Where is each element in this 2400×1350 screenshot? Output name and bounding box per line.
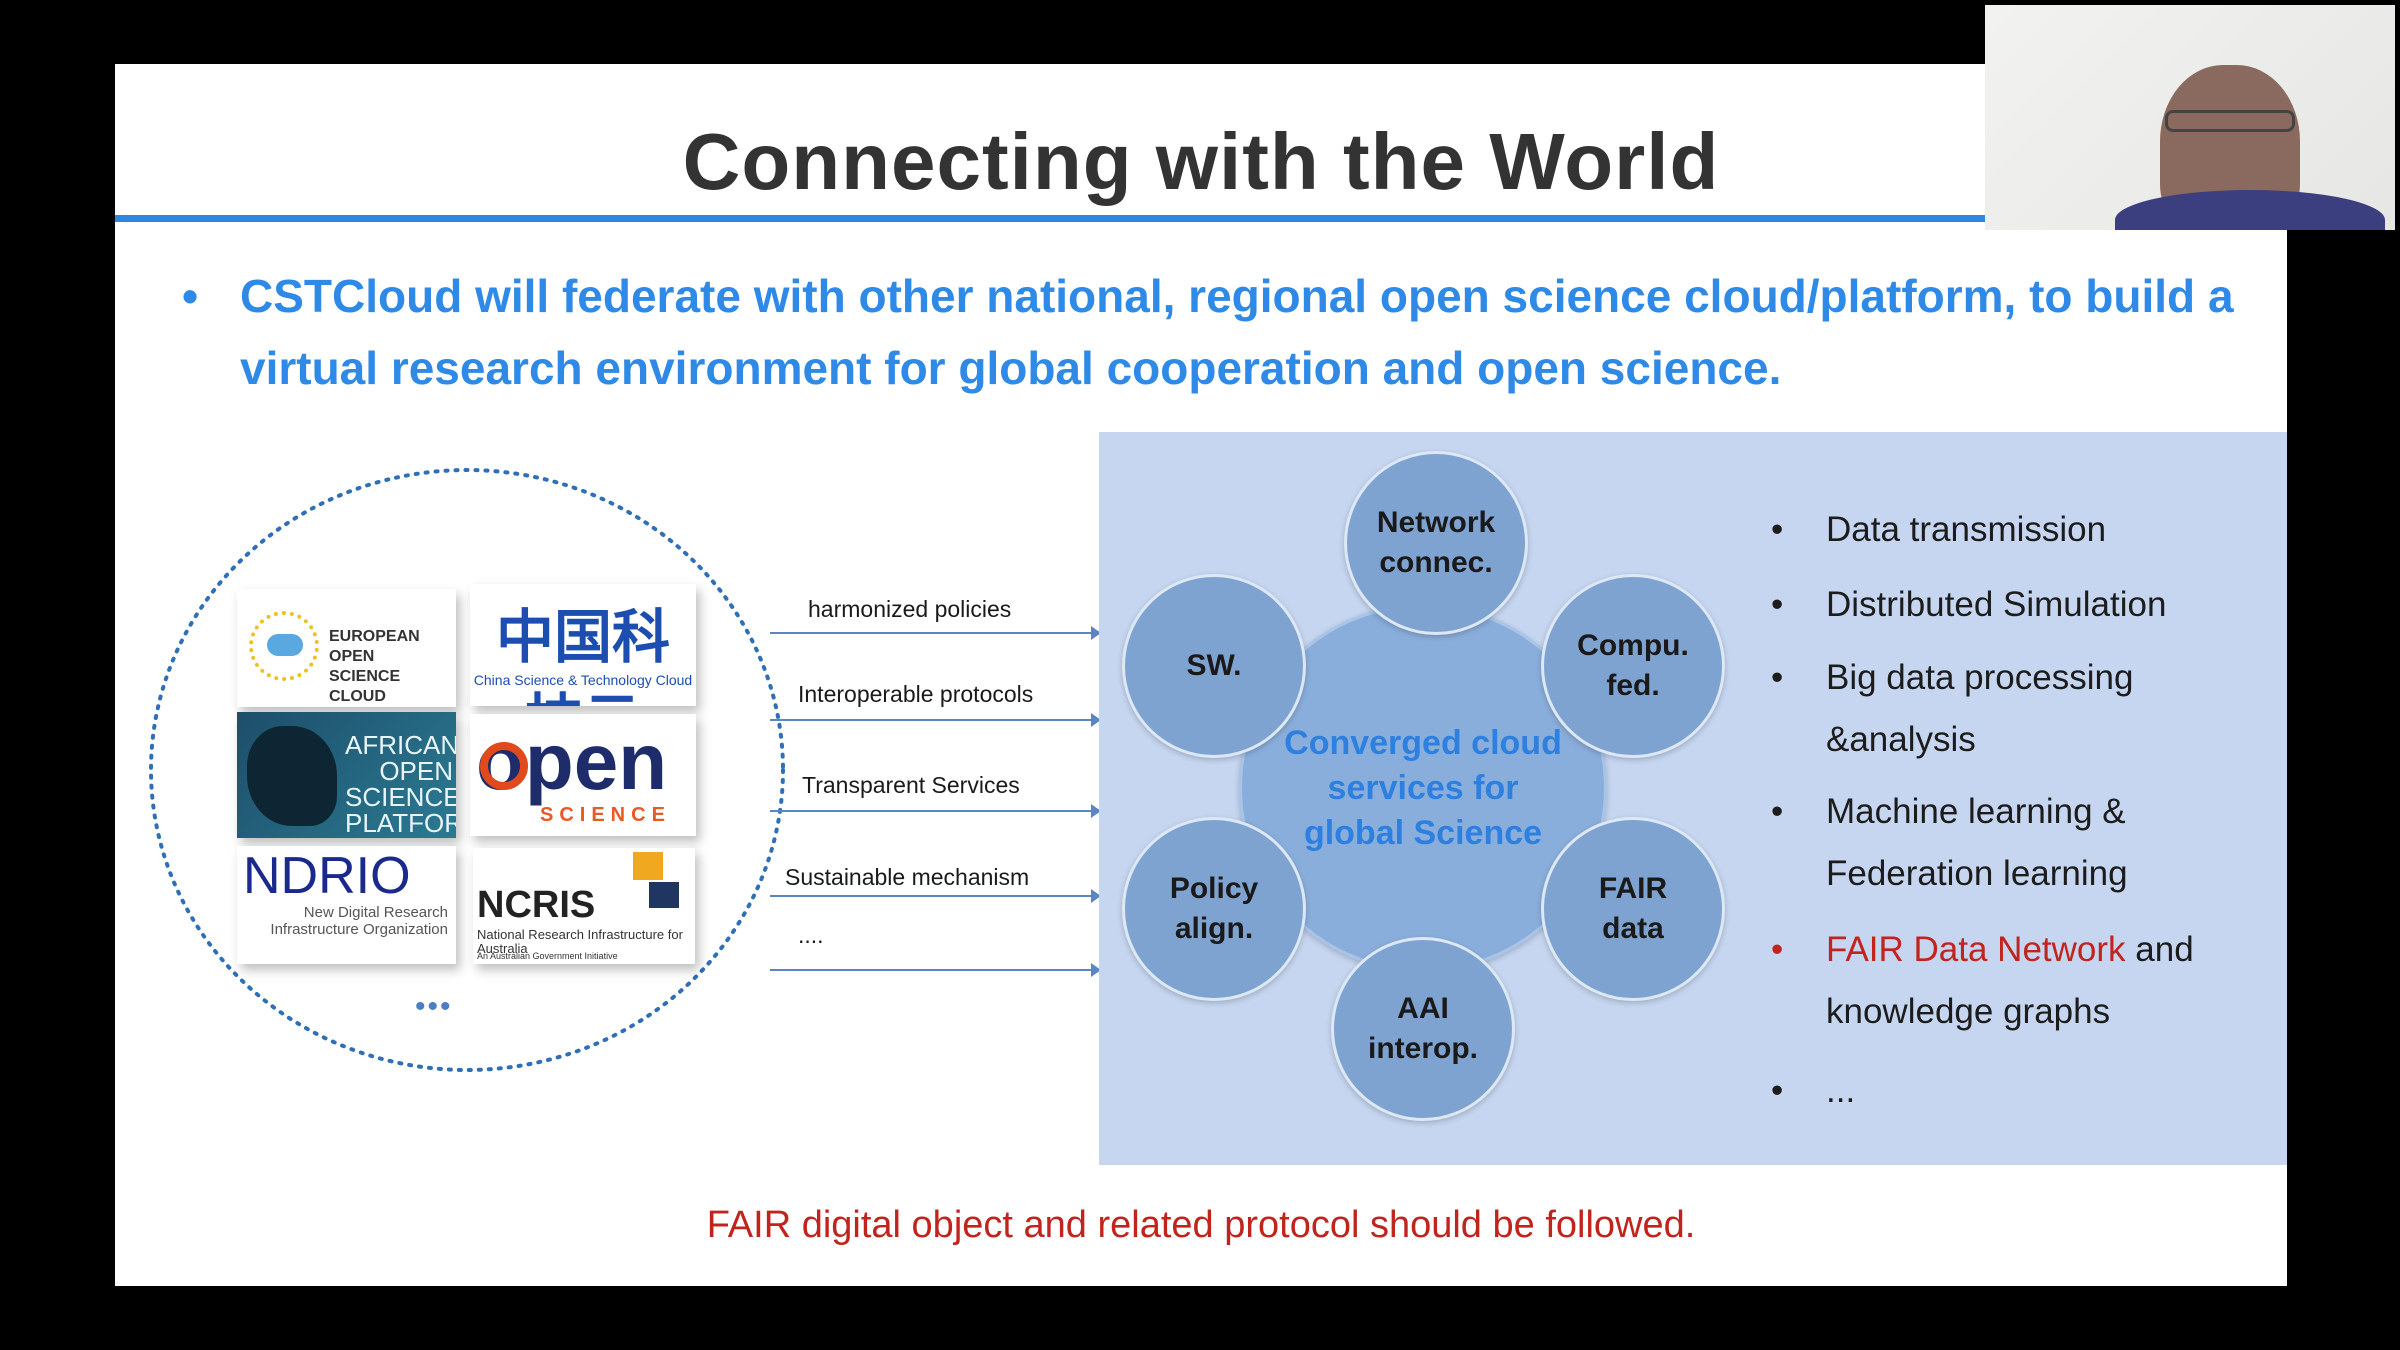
cstcloud-en: China Science & Technology Cloud: [473, 672, 693, 688]
ndrio-sub: New Digital Research Infrastructure Orga…: [270, 904, 448, 938]
arrow: [770, 804, 1101, 818]
open-access-icon: [480, 742, 528, 790]
bullet-item: • Big data processing &analysis: [1771, 647, 2206, 771]
lead-bullet: • CSTCloud will federate with other natio…: [182, 260, 2260, 404]
hub-node-network: Network connec.: [1344, 451, 1528, 635]
partner-circle: [149, 468, 785, 1072]
hub-node-policy: Policy align.: [1122, 817, 1306, 1001]
eosc-text: EUROPEAN OPEN SCIENCE CLOUD: [329, 628, 420, 705]
bullet-item: • FAIR Data Network and knowledge graphs: [1771, 919, 2246, 1043]
logo-ncris: NCRIS National Research Infrastructure f…: [473, 848, 695, 964]
arrow-label: harmonized policies: [808, 596, 1012, 622]
bullet-text: ...: [1826, 1071, 1856, 1110]
bullet-text: Big data processing &analysis: [1826, 658, 2134, 759]
bullet-item: • Machine learning & Federation learning: [1771, 781, 2206, 905]
hub-node-compute: Compu. fed.: [1541, 574, 1725, 758]
bullet-icon: •: [1771, 1071, 1784, 1110]
bullet-item: •...: [1771, 1060, 2226, 1122]
glasses-icon: [2165, 110, 2295, 132]
aosp-text: AFRICAN OPEN SCIENCE PLATFORM: [345, 730, 456, 838]
speaker-shirt: [2115, 190, 2385, 230]
cstcloud-cn: 中国科技云: [495, 603, 670, 706]
bullet-item: • Data transmission: [1771, 499, 2226, 561]
arrow: [770, 713, 1101, 727]
bullet-text: Distributed Simulation: [1826, 585, 2167, 624]
hub-node-sw: SW.: [1122, 574, 1306, 758]
bullet-text: Data transmission: [1826, 510, 2107, 549]
bullet-icon: •: [182, 270, 199, 322]
speaker-video-thumbnail[interactable]: [1985, 5, 2395, 230]
slide-title: Connecting with the World: [682, 117, 1720, 206]
bullet-text: Machine learning & Federation learning: [1826, 792, 2128, 893]
ncris-sub: National Research Infrastructure for Aus…: [477, 927, 683, 956]
logo-cstcloud: 中国科技云 China Science & Technology Cloud: [470, 584, 696, 706]
hub-node-fair: FAIR data: [1541, 817, 1725, 1001]
arrow-label: Interoperable protocols: [798, 681, 1034, 707]
bullet-highlight: FAIR Data Network: [1826, 930, 2126, 969]
hub-node-aai: AAI interop.: [1331, 937, 1515, 1121]
arrow: [770, 963, 1101, 977]
bullet-icon: •: [1771, 930, 1784, 969]
logo-ndrio: NDRIO New Digital Research Infrastructur…: [237, 846, 456, 964]
footer-note: FAIR digital object and related protocol…: [706, 1204, 1696, 1246]
more-partners-dots: •••: [415, 990, 453, 1023]
logo-open-science: open SCIENCE: [470, 714, 696, 836]
africa-map-icon: [247, 726, 337, 826]
logo-eosc: EUROPEAN OPEN SCIENCE CLOUD: [237, 589, 456, 707]
presentation-slide: Connecting with the World • CSTCloud will…: [115, 64, 2287, 1286]
arrow-label: Transparent Services: [802, 772, 1020, 798]
arrow-label: Sustainable mechanism: [785, 864, 1030, 890]
arrow: [770, 626, 1101, 640]
arrow: [770, 889, 1101, 903]
bullet-item: • Distributed Simulation: [1771, 574, 2226, 636]
bullet-icon: •: [1771, 792, 1784, 831]
ncris-tag: An Australian Government Initiative: [477, 951, 618, 961]
title-divider: [115, 215, 2015, 222]
arrow-label: ....: [798, 922, 824, 948]
lead-text: CSTCloud will federate with other nation…: [240, 270, 2234, 394]
bullet-text: and knowledge graphs: [1826, 930, 2194, 1031]
cube-icon: [633, 852, 663, 880]
bullet-icon: •: [1771, 510, 1784, 549]
ndrio-text: NDRIO: [243, 847, 411, 905]
logo-aosp: AFRICAN OPEN SCIENCE PLATFORM: [237, 712, 456, 838]
cube-icon: [649, 882, 679, 908]
science-text: SCIENCE: [540, 804, 671, 826]
bullet-icon: •: [1771, 658, 1784, 697]
eu-stars-icon: [249, 611, 319, 681]
cloud-icon: [267, 634, 303, 656]
bullet-icon: •: [1771, 585, 1784, 624]
ncris-text: NCRIS: [477, 884, 596, 926]
